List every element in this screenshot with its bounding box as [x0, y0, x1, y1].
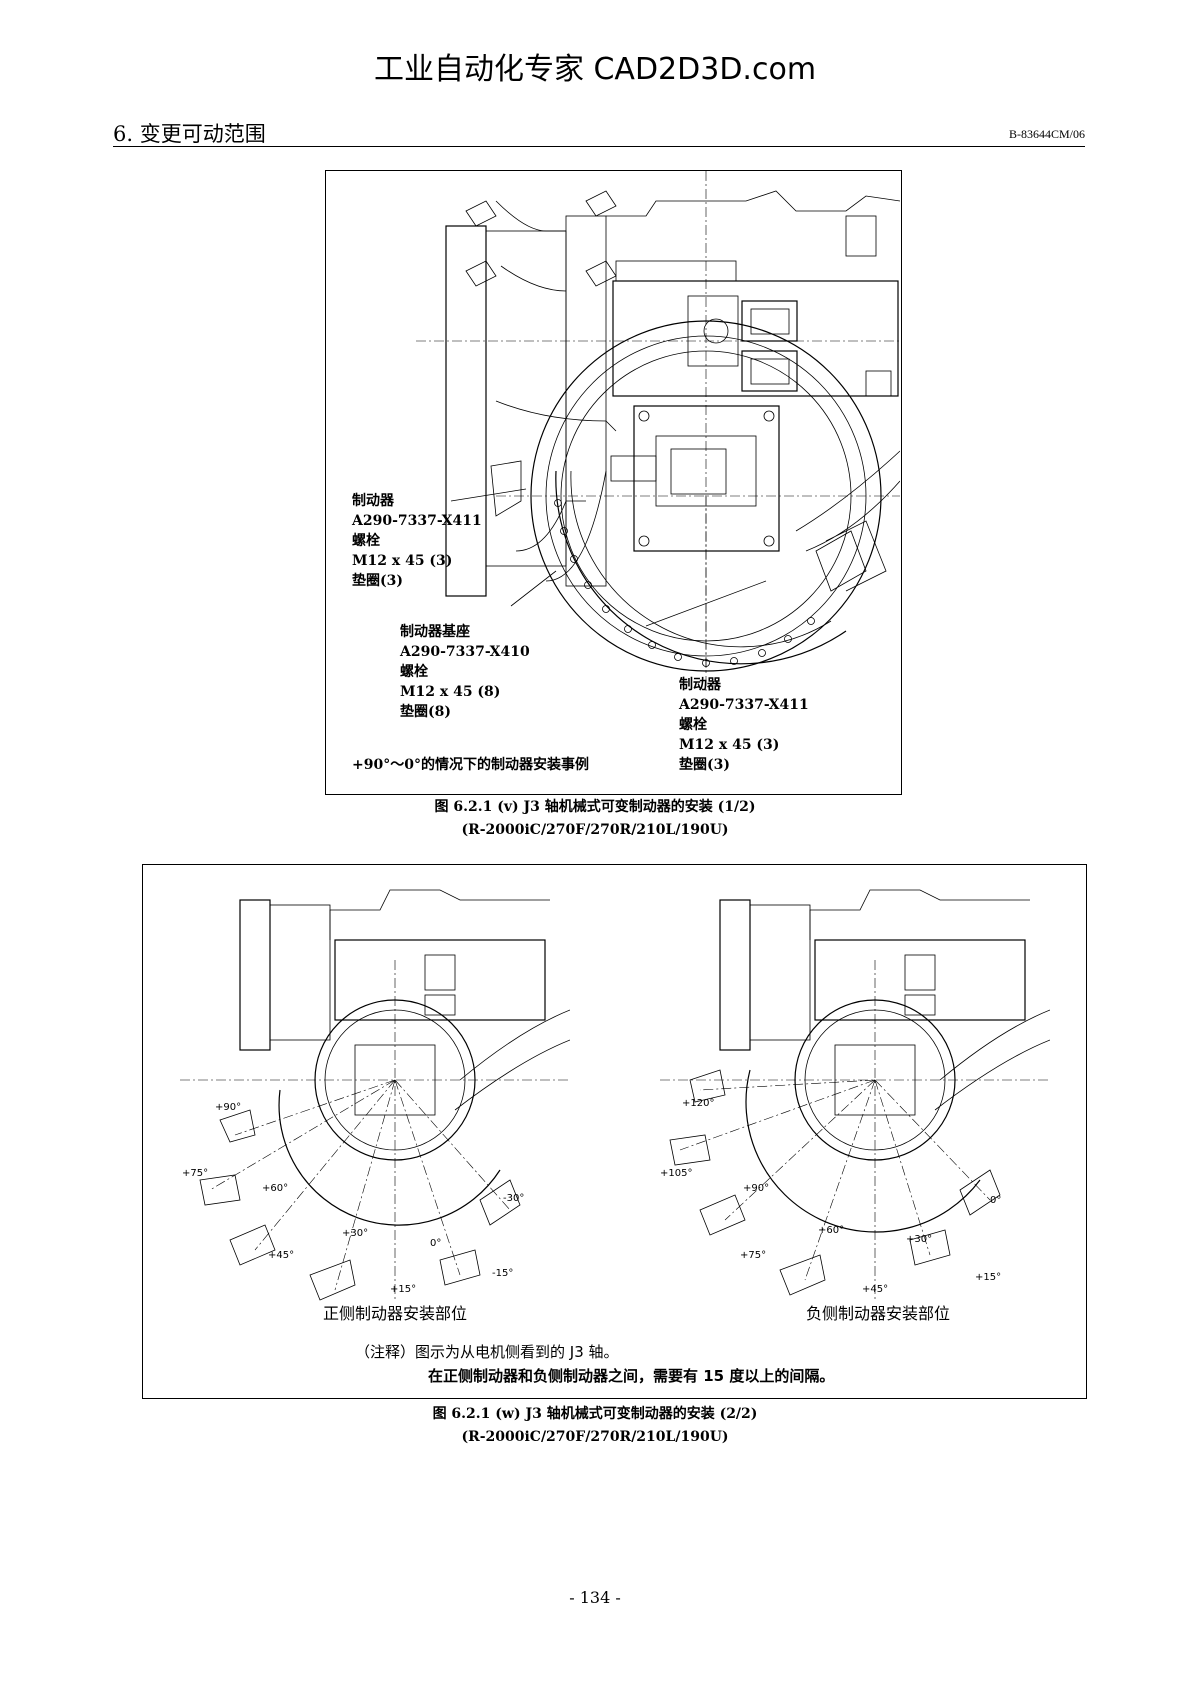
note-line-2: 在正侧制动器和负侧制动器之间，需要有 15 度以上的间隔。 — [428, 1367, 835, 1385]
brake-base-label-part: A290-7337-X410 — [400, 644, 530, 660]
brake-label-lower-bolt-size: M12 x 45 (3) — [679, 737, 780, 753]
mounting-example-text: +90°～0°的情况下的制动器安装事例 — [352, 757, 589, 773]
header-rule — [113, 146, 1085, 147]
brake-label-lower-name: 制动器 — [679, 677, 721, 693]
left-angle-minus15: -15° — [492, 1268, 514, 1279]
figure-2-caption-title: 图 6.2.1 (w) J3 轴机械式可变制动器的安装 (2/2) — [432, 1406, 758, 1422]
figure-1-caption-models: (R-2000iC/270F/270R/210L/190U) — [461, 822, 729, 838]
watermark-text: 工业自动化专家 CAD2D3D.com — [373, 52, 817, 87]
figure-2-caption: 图 6.2.1 (w) J3 轴机械式可变制动器的安装 (2/2) (R-200… — [0, 1403, 1190, 1449]
right-angle-plus120: +120° — [682, 1098, 715, 1109]
section-title: 6. 变更可动范围 — [113, 122, 266, 146]
right-angle-plus105: +105° — [660, 1168, 693, 1179]
brake-base-label-bolt: 螺栓 — [400, 664, 428, 680]
right-angle-plus90: +90° — [743, 1183, 770, 1194]
right-angle-plus45: +45° — [862, 1284, 889, 1295]
right-angle-plus15: +15° — [975, 1272, 1002, 1283]
right-angle-zero: 0° — [990, 1195, 1002, 1206]
negative-side-brake-title: 负侧制动器安装部位 — [806, 1304, 951, 1323]
left-angle-plus15: +15° — [390, 1284, 417, 1295]
positive-side-brake-title: 正侧制动器安装部位 — [323, 1304, 468, 1323]
left-angle-minus30: -30° — [503, 1193, 525, 1204]
brake-base-label-washer: 垫圈(8) — [400, 704, 451, 720]
brake-label-lower-bolt: 螺栓 — [679, 717, 707, 733]
brake-label-lower-part: A290-7337-X411 — [679, 697, 809, 713]
note-line-1: （注释）图示为从电机侧看到的 J3 轴。 — [355, 1343, 619, 1361]
brake-label-upper-bolt: 螺栓 — [352, 533, 380, 549]
left-angle-plus30: +30° — [342, 1228, 369, 1239]
document-code: B-83644CM/06 — [1008, 127, 1085, 141]
right-angle-plus75: +75° — [740, 1250, 767, 1261]
left-angle-zero: 0° — [430, 1238, 442, 1249]
figure-2-right-drawing — [660, 889, 1050, 1300]
brake-label-upper: 制动器 A290-7337-X411 螺栓 M12 x 45 (3) 垫圈(3) — [352, 491, 482, 591]
figure-1-caption-title: 图 6.2.1 (v) J3 轴机械式可变制动器的安装 (1/2) — [434, 799, 756, 815]
brake-label-upper-part: A290-7337-X411 — [352, 513, 482, 529]
page-number: - 134 - — [569, 1588, 621, 1607]
brake-label-upper-bolt-size: M12 x 45 (3) — [352, 553, 453, 569]
brake-base-label-name: 制动器基座 — [400, 624, 470, 640]
figure-1-drawing — [416, 171, 900, 691]
figure-2-left-drawing — [180, 889, 570, 1301]
brake-base-label: 制动器基座 A290-7337-X410 螺栓 M12 x 45 (8) 垫圈(… — [400, 622, 530, 722]
figure-1-caption: 图 6.2.1 (v) J3 轴机械式可变制动器的安装 (1/2) (R-200… — [0, 796, 1190, 842]
left-angle-plus45: +45° — [268, 1250, 295, 1261]
left-angle-plus60: +60° — [262, 1183, 289, 1194]
right-angle-plus60: +60° — [818, 1225, 845, 1236]
figure-1-frame — [325, 170, 902, 795]
left-angle-plus90: +90° — [215, 1102, 242, 1113]
brake-label-upper-name: 制动器 — [352, 493, 394, 509]
figure-2-caption-models: (R-2000iC/270F/270R/210L/190U) — [461, 1429, 729, 1445]
figure-2-frame — [142, 864, 1087, 1399]
brake-label-upper-washer: 垫圈(3) — [352, 573, 403, 589]
brake-label-lower-washer: 垫圈(3) — [679, 757, 730, 773]
left-angle-plus75: +75° — [182, 1168, 209, 1179]
brake-base-label-bolt-size: M12 x 45 (8) — [400, 684, 501, 700]
right-angle-plus30: +30° — [906, 1234, 933, 1245]
brake-label-lower: 制动器 A290-7337-X411 螺栓 M12 x 45 (3) 垫圈(3) — [679, 675, 809, 775]
